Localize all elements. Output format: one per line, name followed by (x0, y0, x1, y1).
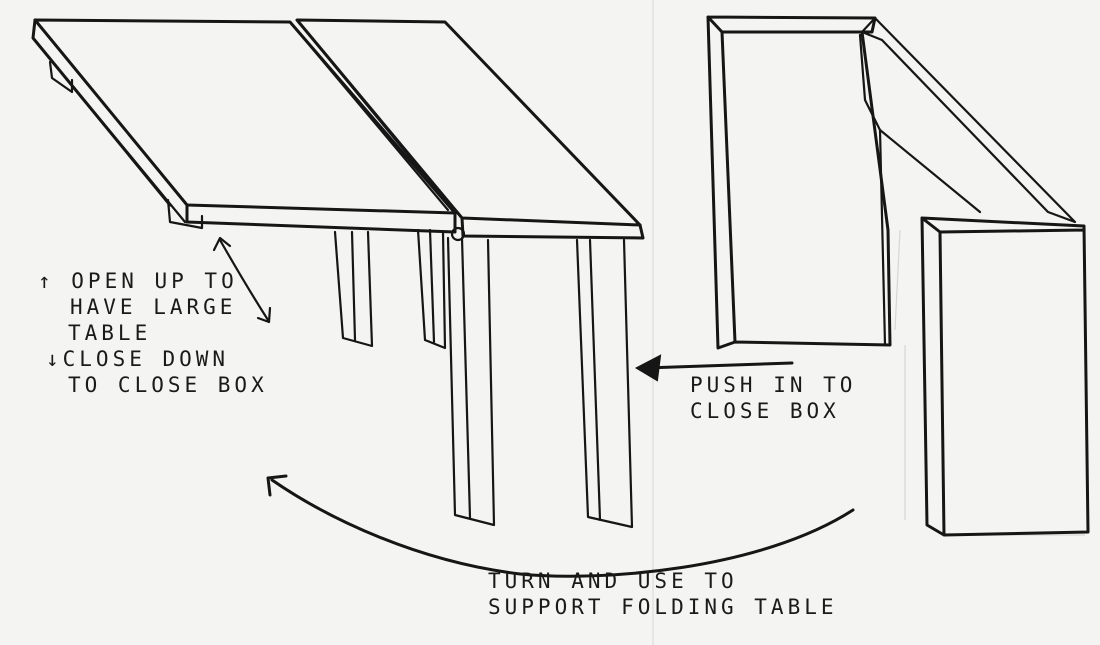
table-leg-3 (448, 238, 494, 525)
open-up-line-2: HAVE LARGE (38, 294, 268, 320)
turn-use-annotation: TURN AND USE TO SUPPORT FOLDING TABLE (488, 568, 838, 620)
open-up-line-5: TO CLOSE BOX (38, 372, 268, 398)
box-front-panel (922, 218, 1088, 535)
push-in-line-2: CLOSE BOX (690, 398, 856, 424)
turn-use-line-1: TURN AND USE TO (488, 568, 838, 594)
push-in-line-1: PUSH IN TO (690, 372, 856, 398)
left-tabletop-edge (33, 20, 455, 232)
open-up-line-4: ↓CLOSE DOWN (38, 346, 268, 372)
table-leg-2 (418, 230, 445, 348)
open-up-line-3: TABLE (38, 320, 268, 346)
right-tabletop-panel (297, 20, 640, 225)
open-up-line-1: ↑ OPEN UP TO (38, 268, 268, 294)
table-leg-4 (577, 240, 632, 527)
push-in-arrow (645, 363, 792, 368)
push-in-arrowhead (637, 356, 660, 380)
box-top-rail (862, 18, 1075, 222)
table-leg-1 (335, 232, 372, 346)
open-up-annotation: ↑ OPEN UP TO HAVE LARGE TABLE ↓CLOSE DOW… (38, 268, 268, 398)
turn-use-line-2: SUPPORT FOLDING TABLE (488, 594, 838, 620)
push-in-annotation: PUSH IN TO CLOSE BOX (690, 372, 856, 424)
turn-sweep-arrow (272, 480, 853, 576)
